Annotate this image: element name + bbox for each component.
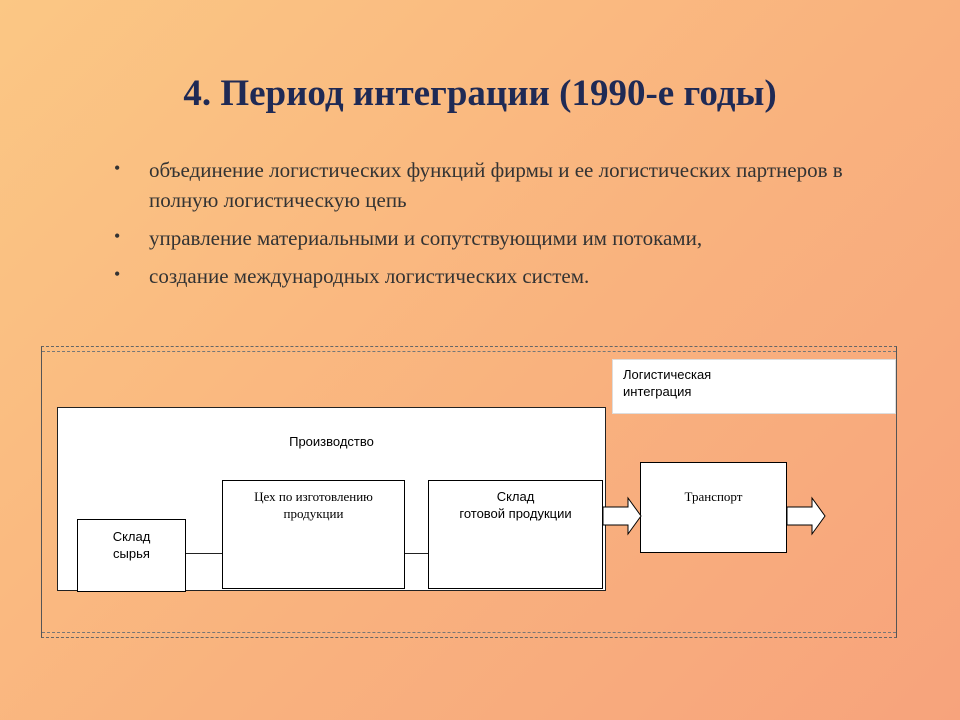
production-label: Производство <box>289 434 374 449</box>
workshop-box: Цех по изготовлению продукции <box>222 480 405 589</box>
connector-workshop-store <box>405 553 428 554</box>
bullet-item: •управление материальными и сопутствующи… <box>112 223 872 253</box>
raw-materials-store-box: Склад сырья <box>77 519 186 592</box>
arrow-out-icon <box>786 496 826 536</box>
transport-box: Транспорт <box>640 462 787 553</box>
integration-frame <box>41 346 897 638</box>
finished-goods-store-box: Склад готовой продукции <box>428 480 603 589</box>
arrow-to-transport-icon <box>602 496 642 536</box>
bullet-item: •объединение логистических функций фирмы… <box>112 155 872 215</box>
slide-title: 4. Период интеграции (1990-е годы) <box>183 73 777 114</box>
bullet-dot-icon: • <box>114 264 121 284</box>
bullet-item: •создание международных логистических си… <box>112 261 872 291</box>
connector-raw-workshop <box>186 553 222 554</box>
bullet-dot-icon: • <box>114 158 121 178</box>
bullet-dot-icon: • <box>114 226 121 246</box>
bullet-list: •объединение логистических функций фирмы… <box>112 155 872 299</box>
integration-label: Логистическая интеграция <box>612 359 896 414</box>
